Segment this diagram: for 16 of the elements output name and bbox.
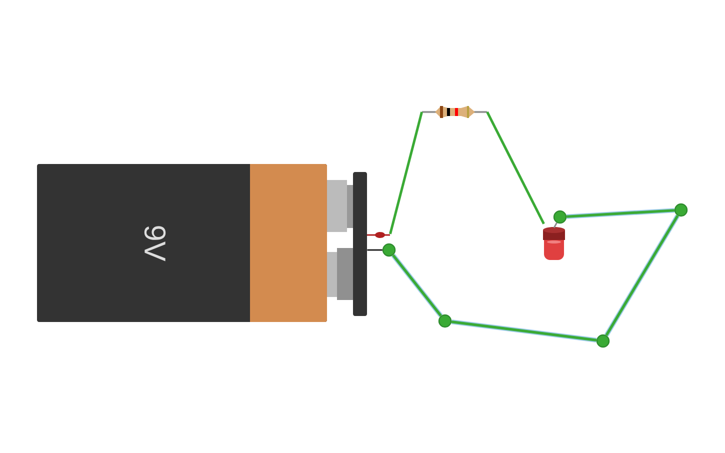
wire [391,254,443,318]
led-drawing [543,227,565,260]
wire [566,208,675,219]
resistor-drawing [422,106,487,118]
wire-joint [553,210,567,224]
wire [486,111,545,224]
lead-wire [367,249,382,251]
wire-joint [382,243,396,257]
battery-drawing: 9V [37,164,390,322]
wire [451,320,597,342]
wire [604,214,680,336]
lead-wire [553,222,558,228]
wire-joint [674,203,688,217]
wire-joint [596,334,610,348]
wire-joint [438,314,452,328]
wire [389,112,424,234]
